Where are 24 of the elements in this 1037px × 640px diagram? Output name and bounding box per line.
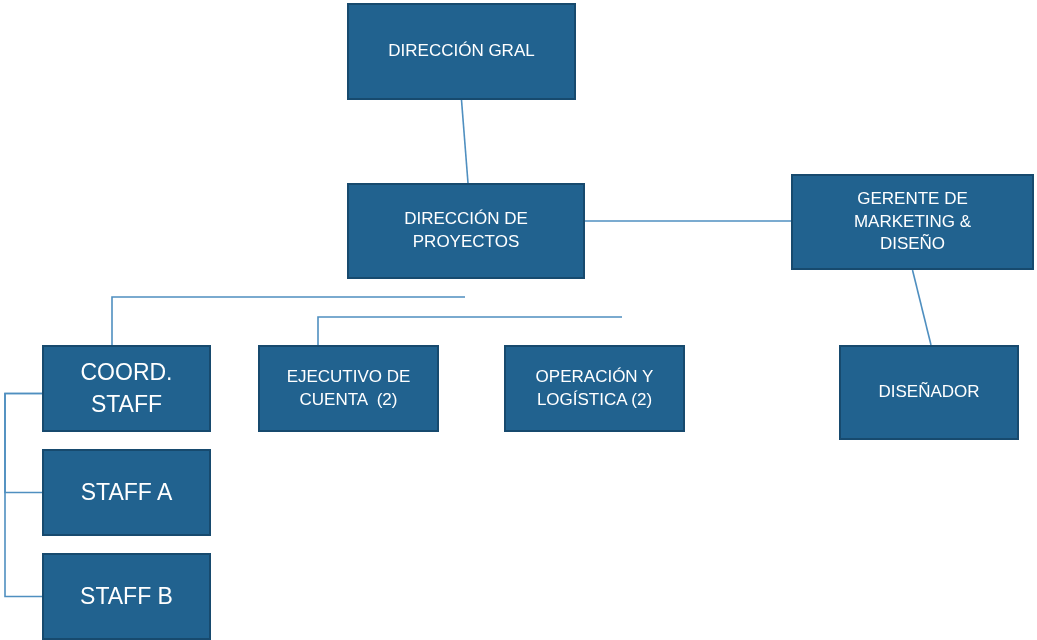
connector-line [111,296,466,346]
org-box [42,553,211,640]
org-box [347,3,576,100]
org-box [839,345,1019,440]
org-box [258,345,439,432]
box-label: OPERACIÓN Y LOGÍSTICA (2) [534,365,655,411]
box-label: STAFF B [80,581,173,611]
org-box [791,174,1034,270]
connector-line [584,220,792,222]
org-box [504,345,685,432]
box-label: EJECUTIVO DE CUENTA (2) [285,365,412,411]
box-label: DIRECCIÓN DE PROYECTOS [403,208,529,253]
connector-line [911,269,932,346]
org-box [42,449,211,536]
connector-line [460,99,469,184]
connector-line [317,316,623,346]
connector-line [4,392,43,598]
box-label: STAFF A [80,477,173,507]
org-box [347,183,585,279]
box-label: DISEÑADOR [878,381,980,404]
box-label: DIRECCIÓN GRAL [388,40,535,63]
org-box [42,345,211,432]
box-label: GERENTE DE MARKETING & DISEÑO [852,187,973,256]
box-label: COORD. STAFF [79,358,174,419]
